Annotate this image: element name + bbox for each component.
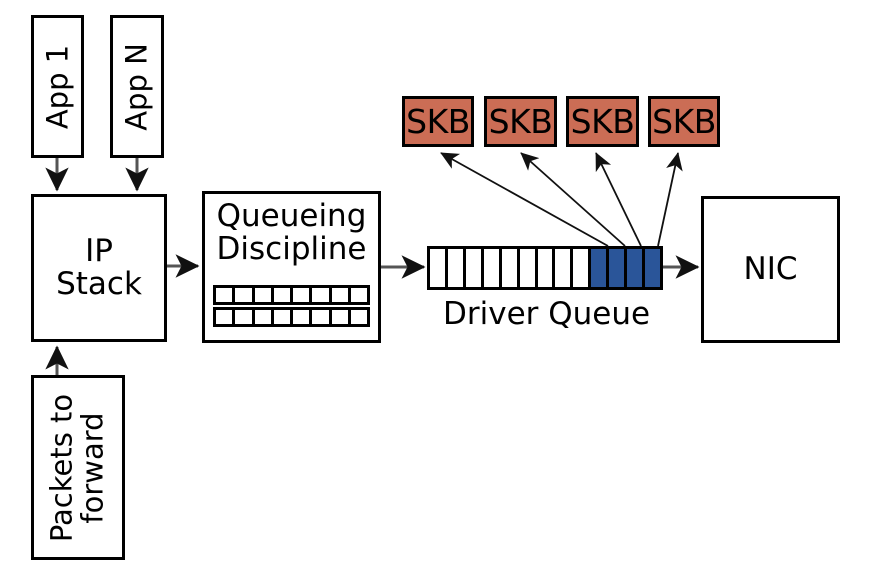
qdisc-cell — [235, 288, 255, 302]
driver-queue-cell-filled — [609, 249, 628, 287]
qdisc-queue-row-2 — [213, 307, 370, 327]
driver-queue-cell-empty — [573, 249, 592, 287]
edge-queue-cell-to-skb-4 — [657, 152, 683, 247]
skb-box-2: SKB — [484, 96, 557, 147]
driver-queue-cell-empty — [465, 249, 484, 287]
skb-box-4: SKB — [648, 96, 720, 147]
node-packets-to-forward-line1: Packets to — [44, 393, 79, 542]
node-app-1: App 1 — [31, 15, 84, 158]
qdisc-cell — [332, 288, 351, 302]
skb-box-2-label: SKB — [488, 102, 553, 141]
driver-queue-cell-empty — [501, 249, 520, 287]
qdisc-cell — [293, 310, 313, 324]
edge-queue-cell-to-skb-3 — [595, 152, 642, 247]
driver-queue-cell-empty — [483, 249, 502, 287]
node-queueing-discipline-line2: Discipline — [216, 230, 367, 267]
driver-queue-cell-filled — [645, 249, 660, 287]
node-app-1-label: App 1 — [39, 44, 74, 129]
qdisc-cell — [312, 310, 332, 324]
qdisc-cell — [255, 310, 274, 324]
node-packets-to-forward-line2: forward — [76, 411, 110, 524]
node-app-n-label: App N — [119, 42, 154, 131]
driver-queue-cell-empty — [430, 249, 448, 287]
qdisc-cell — [351, 288, 367, 302]
qdisc-cell — [274, 310, 293, 324]
driver-queue — [427, 246, 663, 290]
node-ip-stack-line1: IP — [85, 233, 113, 270]
qdisc-cell — [216, 288, 236, 302]
driver-queue-cell-empty — [555, 249, 574, 287]
driver-queue-cell-empty — [447, 249, 466, 287]
driver-queue-cell-empty — [519, 249, 538, 287]
skb-box-4-label: SKB — [652, 102, 716, 141]
qdisc-cell — [274, 288, 293, 302]
qdisc-cell — [351, 310, 367, 324]
node-queueing-discipline-line1: Queueing — [216, 198, 367, 234]
skb-box-3-label: SKB — [570, 102, 635, 141]
driver-queue-cell-filled — [591, 249, 610, 287]
skb-box-3: SKB — [566, 96, 639, 147]
qdisc-cell — [293, 288, 313, 302]
qdisc-cell — [255, 288, 274, 302]
qdisc-queue-row-1 — [213, 285, 370, 305]
driver-queue-caption: Driver Queue — [443, 296, 651, 332]
qdisc-cell — [235, 310, 255, 324]
edge-queue-cell-to-skb-2 — [520, 152, 626, 247]
edge-queue-cell-to-skb-1 — [440, 152, 609, 247]
skb-box-1: SKB — [402, 96, 474, 147]
node-nic-label: NIC — [743, 251, 798, 288]
node-ip-stack: IP Stack — [31, 194, 167, 342]
qdisc-cell — [332, 310, 351, 324]
qdisc-cell — [312, 288, 332, 302]
qdisc-cell — [216, 310, 236, 324]
node-ip-stack-line2: Stack — [56, 266, 142, 302]
node-packets-to-forward: Packets to forward — [31, 375, 125, 560]
node-nic: NIC — [701, 196, 840, 343]
skb-box-1-label: SKB — [406, 102, 470, 141]
node-app-n: App N — [110, 15, 164, 158]
driver-queue-cell-empty — [537, 249, 556, 287]
driver-queue-cell-filled — [627, 249, 646, 287]
